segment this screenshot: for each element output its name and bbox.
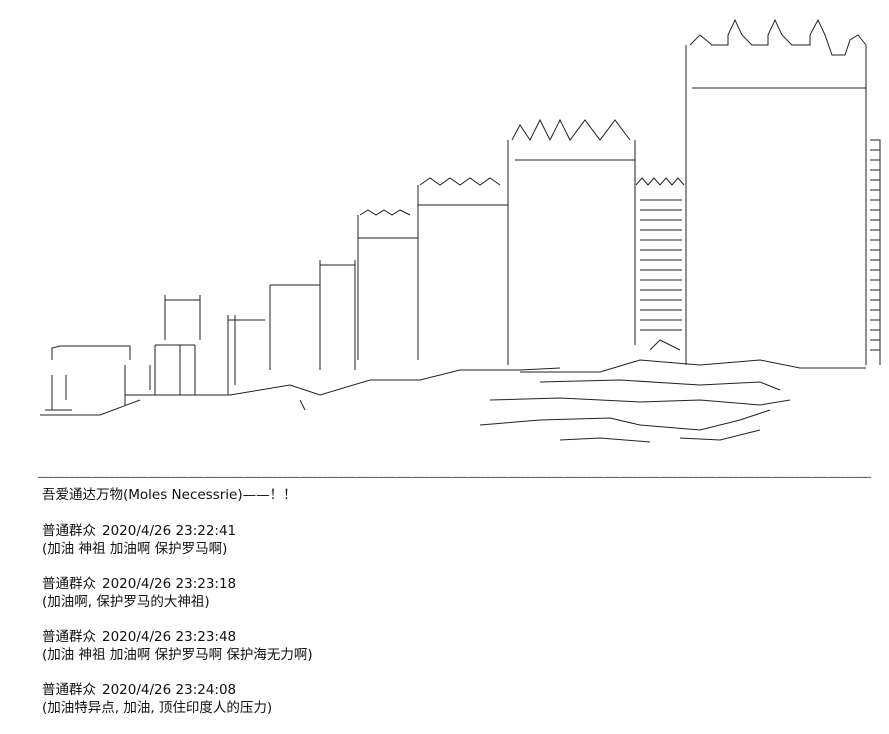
left-tower-drawing: [45, 18, 881, 411]
comment-post: 普通群众 2020/4/26 23:22:41 (加油 神祖 加油啊 保护罗马啊): [42, 522, 882, 558]
comment-post: 普通群众 2020/4/26 23:24:08 (加油特异点, 加油, 顶住印度人…: [42, 681, 882, 717]
comment-post: 普通群众 2020/4/26 23:23:18 (加油啊, 保护罗马的大神祖): [42, 575, 882, 611]
comment-timestamp: 2020/4/26 23:22:41: [102, 523, 237, 539]
headline-text: 吾爱通达万物(Moles Necessrie)——！！: [42, 487, 297, 503]
comment-author: 普通群众: [42, 682, 96, 698]
comment-body: (加油 神祖 加油啊 保护罗马啊 保护海无力啊): [42, 647, 313, 663]
comment-body: (加油啊, 保护罗马的大神祖): [42, 594, 210, 610]
section-divider: ————————————————————————————————————————…: [38, 470, 871, 483]
comment-meta: 普通群众 2020/4/26 23:23:48: [42, 628, 882, 646]
comment-author: 普通群众: [42, 576, 96, 592]
comment-timestamp: 2020/4/26 23:24:08: [102, 682, 237, 698]
comment-post: 普通群众 2020/4/26 23:23:48 (加油 神祖 加油啊 保护罗马啊 …: [42, 628, 882, 664]
comment-meta: 普通群众 2020/4/26 23:22:41: [42, 522, 882, 540]
comment-feed: 吾爱通达万物(Moles Necessrie)——！！ 普通群众 2020/4/2…: [42, 486, 882, 734]
comment-meta: 普通群众 2020/4/26 23:23:18: [42, 575, 882, 593]
castle-ascii-illustration: [40, 18, 881, 443]
comment-author: 普通群众: [42, 523, 96, 539]
rubble-drawing: [40, 339, 866, 443]
comment-author: 普通群众: [42, 629, 96, 645]
comment-body: (加油 神祖 加油啊 保护罗马啊): [42, 541, 228, 557]
comment-meta: 普通群众 2020/4/26 23:24:08: [42, 681, 882, 699]
comment-timestamp: 2020/4/26 23:23:48: [102, 629, 237, 645]
comment-body: (加油特异点, 加油, 顶住印度人的压力): [42, 700, 273, 716]
comment-timestamp: 2020/4/26 23:23:18: [102, 576, 237, 592]
